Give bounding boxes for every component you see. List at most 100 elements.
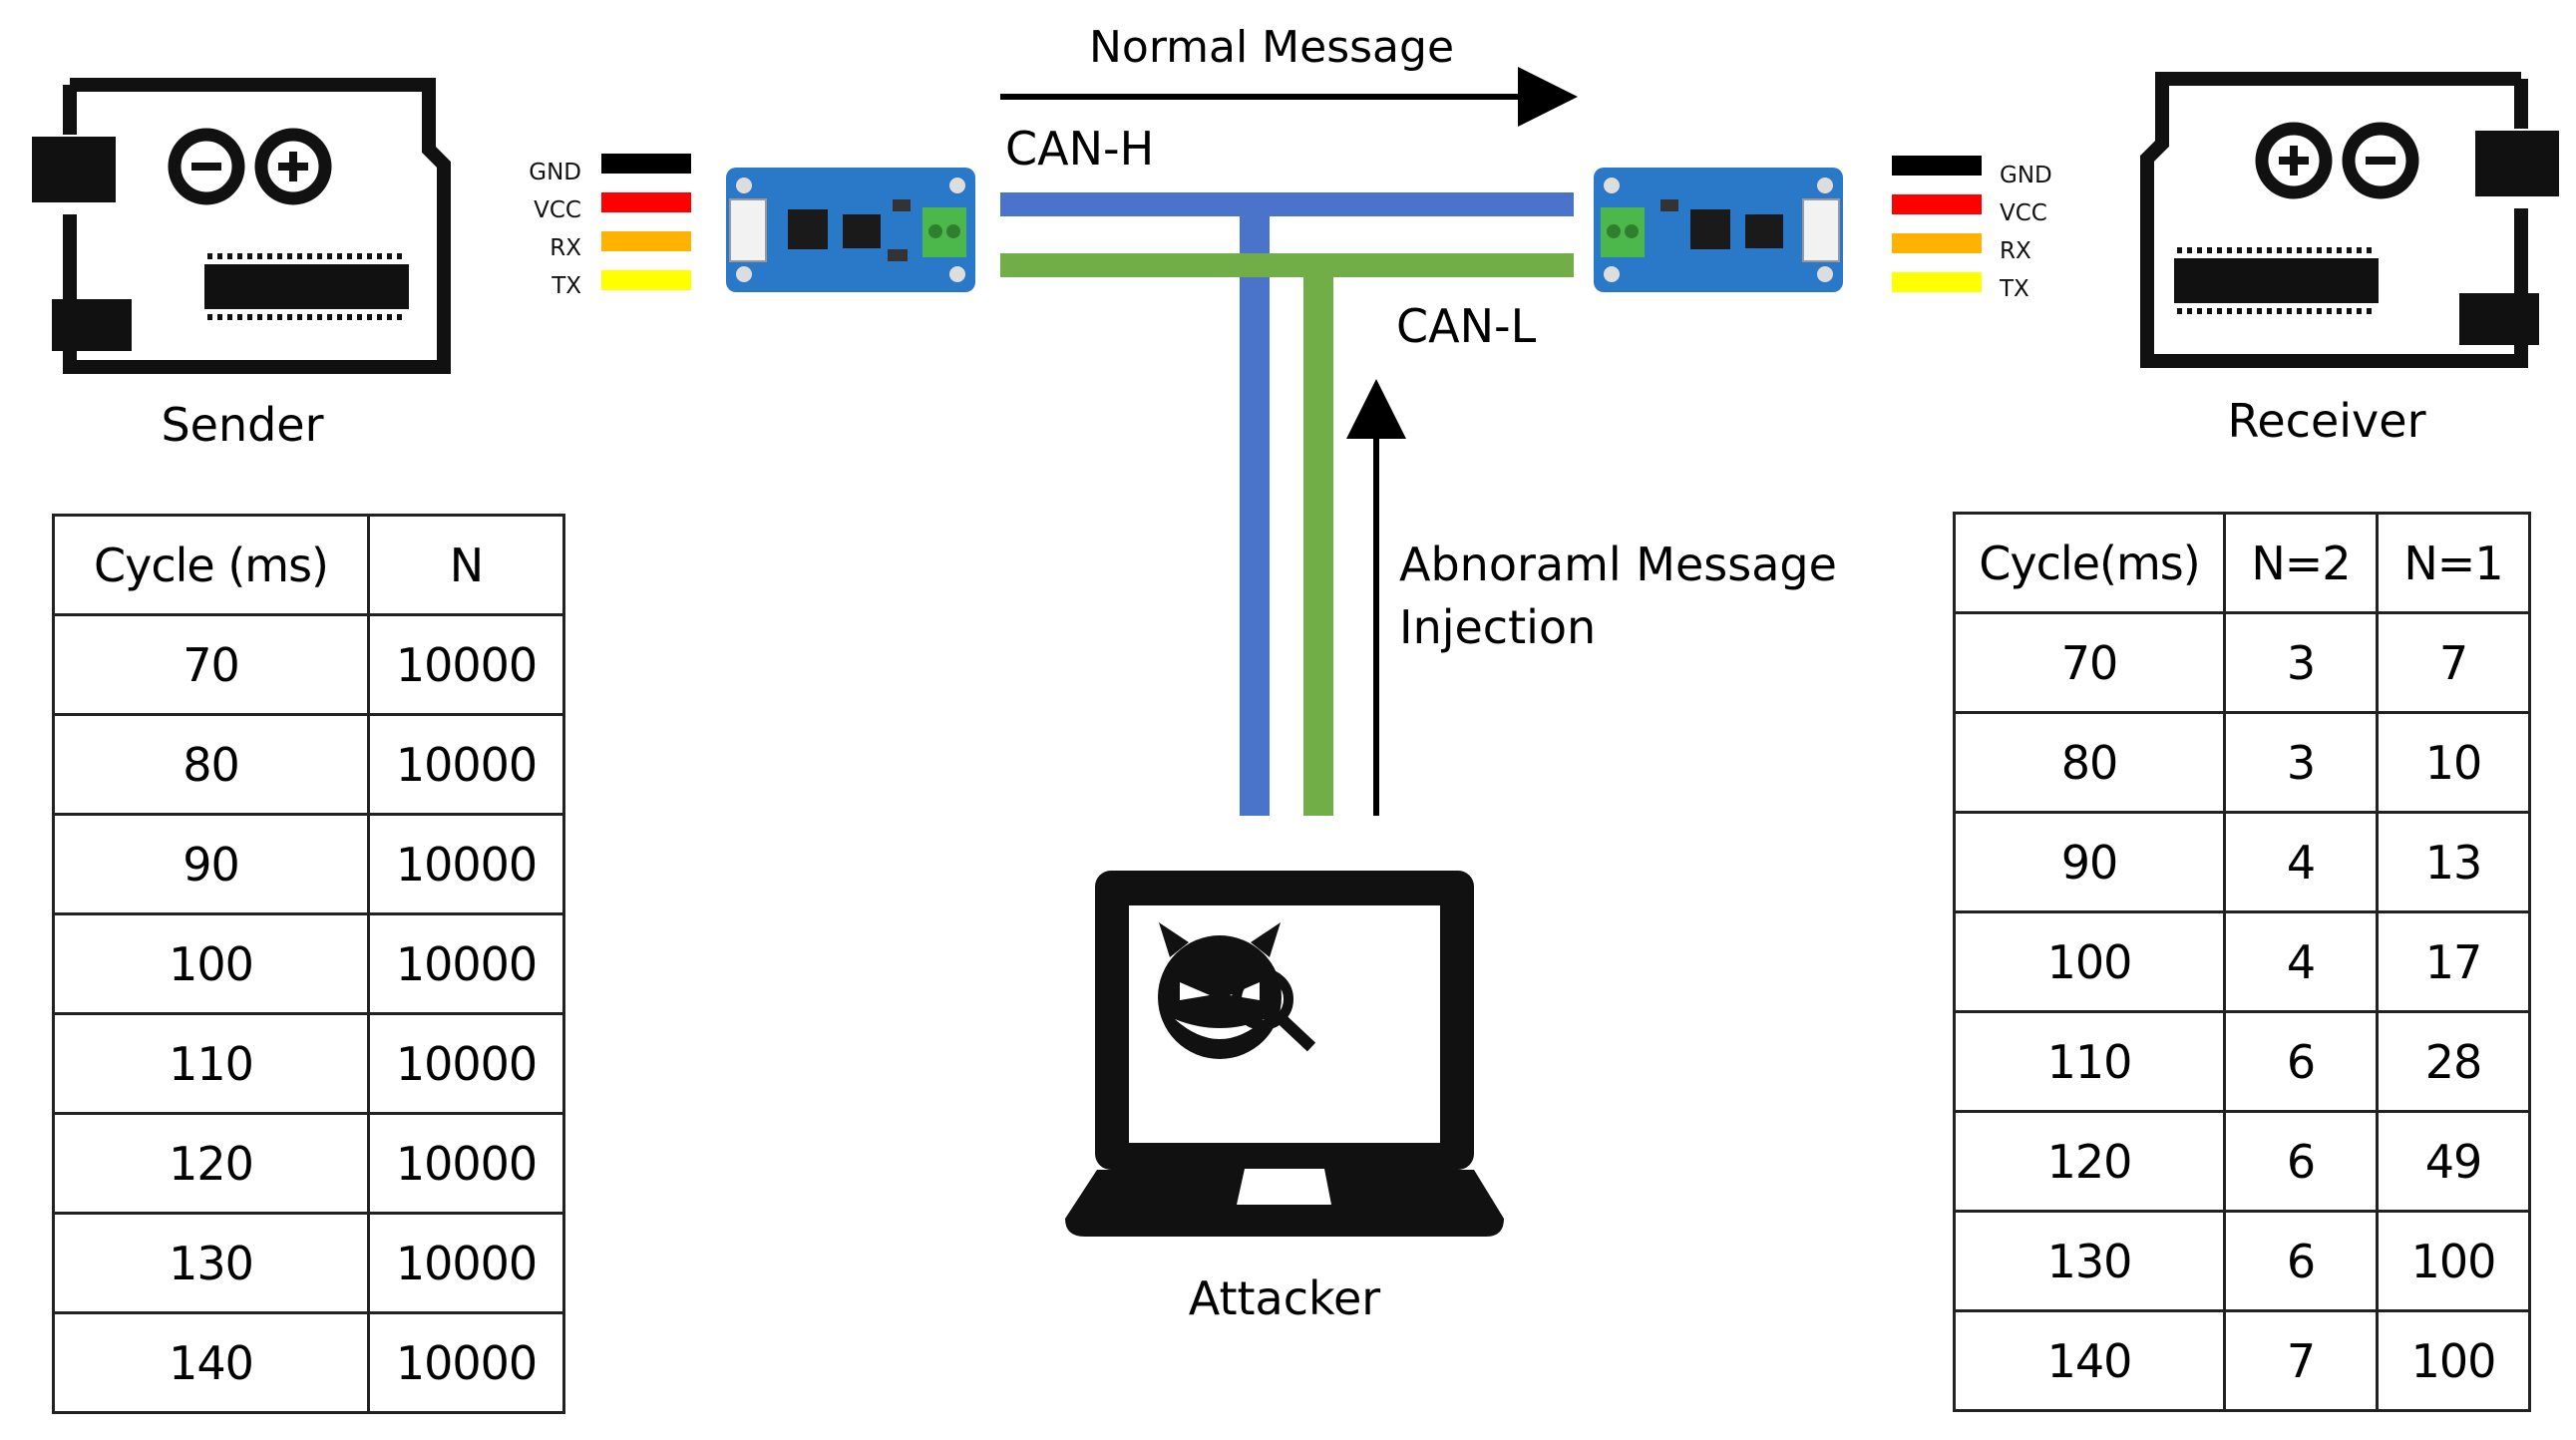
table-header-row: Cycle(ms) N=2 N=1 — [1953, 512, 2531, 614]
table-cell: 140 — [1953, 1309, 2226, 1412]
table-cell: 140 — [52, 1311, 370, 1414]
vcc-wire — [1892, 194, 1982, 214]
hacker-laptop-icon — [1065, 871, 1504, 1237]
table-cell: 6 — [2223, 1110, 2379, 1213]
table-cell: 80 — [52, 713, 370, 816]
table-header: N — [367, 514, 565, 616]
chip-icon — [2174, 247, 2379, 314]
table-cell: 130 — [1953, 1210, 2226, 1312]
table-cell: 120 — [52, 1112, 370, 1215]
devil-face-icon — [1158, 922, 1316, 1059]
table-cell: 110 — [1953, 1010, 2226, 1113]
sender-can-module-icon — [726, 168, 975, 292]
table-header: Cycle (ms) — [52, 514, 370, 616]
table-cell: 80 — [1953, 711, 2226, 814]
receiver-board-icon — [2140, 72, 2559, 368]
can-h-drop — [1240, 192, 1270, 816]
chip-icon — [204, 253, 409, 320]
table-cell: 100 — [2376, 1309, 2531, 1412]
table-cell: 13 — [2376, 811, 2531, 913]
pin-label: VCC — [534, 197, 581, 223]
can-l-line — [1000, 253, 1574, 277]
can-h-line — [1000, 192, 1574, 216]
pin-label: TX — [1999, 276, 2029, 302]
rx-wire — [601, 231, 691, 251]
gnd-wire — [1892, 156, 1982, 176]
arduino-logo-icon — [2255, 122, 2419, 199]
table-cell: 100 — [2376, 1210, 2531, 1312]
table-cell: 70 — [1953, 611, 2226, 714]
can-bus — [1000, 192, 1574, 816]
table-cell: 10000 — [367, 1212, 565, 1314]
tx-wire — [601, 270, 691, 290]
table-cell: 90 — [1953, 811, 2226, 913]
table-cell: 4 — [2223, 910, 2379, 1013]
table-cell: 7 — [2376, 611, 2531, 714]
table-cell: 10000 — [367, 713, 565, 816]
receiver-can-module-icon — [1594, 168, 1843, 292]
table-cell: 120 — [1953, 1110, 2226, 1213]
table-header-row: Cycle (ms) N — [52, 514, 565, 616]
table-cell: 10000 — [367, 1311, 565, 1414]
table-cell: 10000 — [367, 912, 565, 1015]
tx-wire — [1892, 272, 1982, 292]
pin-label: VCC — [2000, 200, 2047, 226]
table-cell: 10 — [2376, 711, 2531, 814]
table-cell: 4 — [2223, 811, 2379, 913]
pin-label: RX — [550, 235, 581, 261]
table-cell: 10000 — [367, 1112, 565, 1215]
rx-wire — [1892, 233, 1982, 253]
table-header: N=2 — [2223, 512, 2379, 614]
injection-label: Injection — [1399, 600, 1596, 654]
attacker-label: Attacker — [1189, 1271, 1381, 1325]
pin-label: TX — [551, 273, 581, 299]
table-header: N=1 — [2376, 512, 2531, 614]
table-cell: 7 — [2223, 1309, 2379, 1412]
receiver-pin-wires: GND VCC RX TX — [1892, 156, 2052, 302]
table-header: Cycle(ms) — [1953, 512, 2226, 614]
table-cell: 3 — [2223, 711, 2379, 814]
table-cell: 3 — [2223, 611, 2379, 714]
pin-label: GND — [2000, 163, 2052, 188]
normal-message-label: Normal Message — [1089, 22, 1454, 73]
gnd-wire — [601, 154, 691, 174]
table-cell: 17 — [2376, 910, 2531, 1013]
receiver-label: Receiver — [2227, 394, 2425, 448]
table-cell: 100 — [1953, 910, 2226, 1013]
table-cell: 49 — [2376, 1110, 2531, 1213]
table-cell: 10000 — [367, 813, 565, 915]
table-cell: 110 — [52, 1012, 370, 1115]
sender-board-icon — [32, 78, 451, 374]
arduino-logo-icon — [168, 128, 332, 205]
table-cell: 6 — [2223, 1210, 2379, 1312]
can-l-label: CAN-L — [1396, 299, 1537, 353]
sender-label: Sender — [161, 398, 323, 452]
vcc-wire — [601, 192, 691, 212]
table-cell: 6 — [2223, 1010, 2379, 1113]
table-cell: 10000 — [367, 1012, 565, 1115]
table-cell: 130 — [52, 1212, 370, 1314]
table-cell: 28 — [2376, 1010, 2531, 1113]
pin-label: GND — [529, 160, 581, 185]
pin-label: RX — [2000, 238, 2031, 264]
table-cell: 10000 — [367, 613, 565, 716]
can-l-drop — [1303, 253, 1333, 816]
